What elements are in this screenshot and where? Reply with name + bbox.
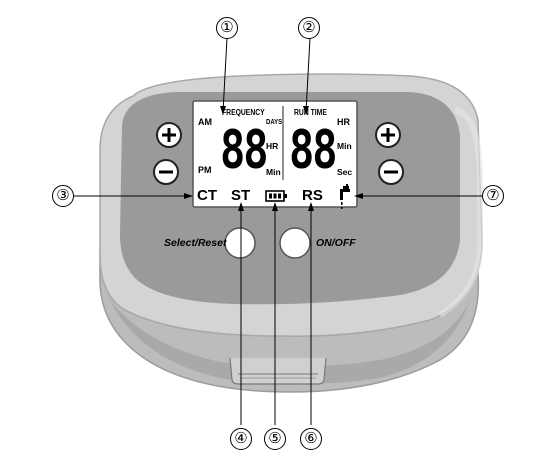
sec-label: Sec [337, 167, 353, 177]
callout-5: ⑤ [264, 428, 286, 450]
days-label: DAYS [266, 117, 283, 126]
min-label-right: Min [337, 141, 352, 151]
rs-label: RS [302, 187, 323, 204]
callout-6: ⑥ [300, 428, 322, 450]
right-digits: 88 [289, 119, 338, 181]
select-reset-button [224, 227, 256, 259]
on-off-button [279, 227, 311, 259]
battery-icon [265, 190, 287, 202]
device-lower-shadow [110, 300, 470, 384]
callout-2: ② [298, 17, 320, 39]
faucet-icon [340, 184, 350, 209]
am-label: AM [198, 117, 212, 127]
frequency-label: FREQUENCY [222, 108, 265, 117]
left-digits: 88 [220, 119, 269, 181]
run-time-label: RUN TIME [294, 108, 327, 117]
on-off-label: ON/OFF [316, 237, 356, 249]
callout-4: ④ [230, 428, 252, 450]
bottom-clip [229, 357, 327, 385]
st-label: ST [231, 187, 251, 204]
callout-3: ③ [52, 185, 74, 207]
pm-label: PM [198, 165, 212, 175]
hr-label-left: HR [266, 141, 279, 151]
ct-label: CT [197, 187, 217, 204]
select-reset-label: Select/Reset [164, 237, 227, 249]
callout-1: ① [216, 17, 238, 39]
callout-7: ⑦ [482, 185, 504, 207]
min-label-left: Min [266, 167, 281, 177]
hr-label-right: HR [337, 117, 350, 127]
